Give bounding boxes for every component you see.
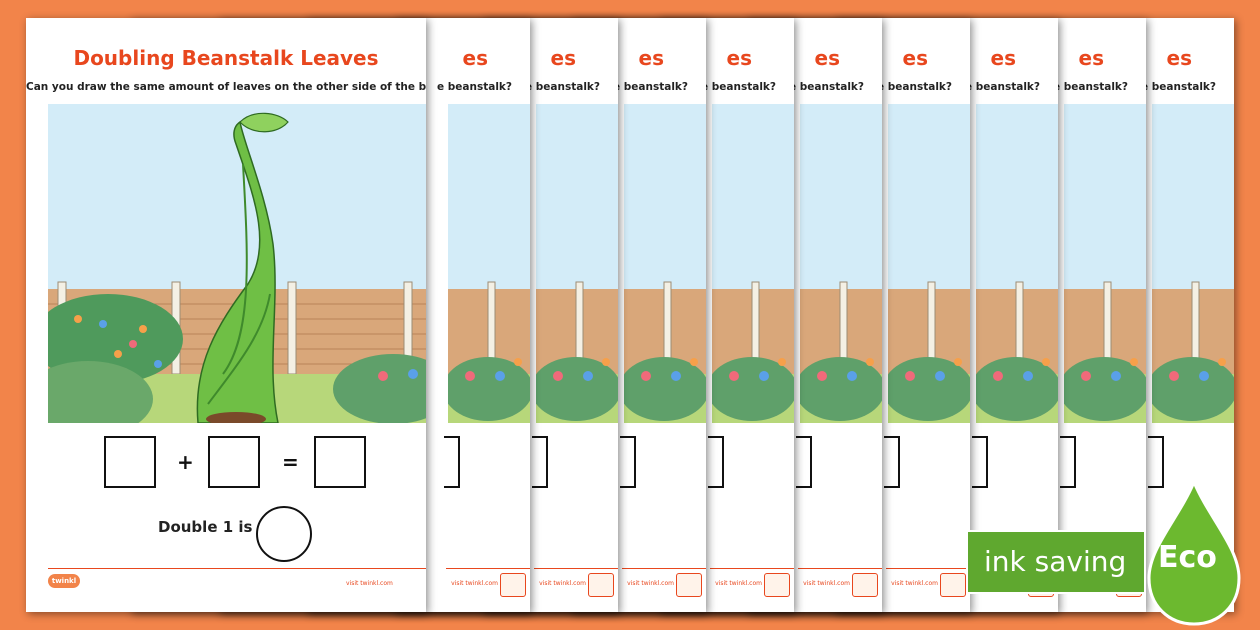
back-title-fragment: es [990, 46, 1016, 70]
back-badge [764, 573, 790, 597]
back-badge [940, 573, 966, 597]
addend-box-1[interactable] [104, 436, 156, 488]
back-instruction-fragment: e beanstalk? [700, 81, 776, 93]
back-footer-url: visit twinkl.com [715, 580, 762, 587]
back-footer-line [710, 568, 794, 569]
back-instruction-fragment: e beanstalk? [788, 81, 864, 93]
footer-line [48, 568, 426, 569]
back-box-fragment [1060, 436, 1076, 488]
back-instruction-fragment: e beanstalk? [612, 81, 688, 93]
back-instruction-fragment: e beanstalk? [876, 81, 952, 93]
back-scene [448, 104, 530, 423]
back-title-fragment: es [1166, 46, 1192, 70]
eco-drop-icon [1147, 478, 1241, 626]
back-scene [624, 104, 706, 423]
sum-box[interactable] [314, 436, 366, 488]
back-footer-line [534, 568, 618, 569]
addend-box-2[interactable] [208, 436, 260, 488]
back-box-fragment [1148, 436, 1164, 488]
back-footer-url: visit twinkl.com [539, 580, 586, 587]
back-footer-line [798, 568, 882, 569]
equals-sign: = [282, 450, 299, 474]
back-scene [976, 104, 1058, 423]
back-instruction-fragment: e beanstalk? [524, 81, 600, 93]
back-footer-line [886, 568, 970, 569]
back-instruction-fragment: e beanstalk? [436, 81, 512, 93]
back-scene [800, 104, 882, 423]
back-footer-url: visit twinkl.com [803, 580, 850, 587]
back-scene [536, 104, 618, 423]
back-footer-url: visit twinkl.com [627, 580, 674, 587]
back-box-fragment [620, 436, 636, 488]
back-box-fragment [884, 436, 900, 488]
back-instruction-fragment: e beanstalk? [1140, 81, 1216, 93]
ink-saving-label: ink saving [984, 545, 1127, 578]
back-title-fragment: es [638, 46, 664, 70]
eco-tag: Eco [1158, 540, 1217, 575]
back-scene [1064, 104, 1146, 423]
ink-saving-banner: ink saving [966, 530, 1146, 594]
back-badge [852, 573, 878, 597]
back-instruction-fragment: e beanstalk? [964, 81, 1040, 93]
back-badge [676, 573, 702, 597]
worksheet-title: Doubling Beanstalk Leaves [73, 46, 379, 70]
back-footer-url: visit twinkl.com [891, 580, 938, 587]
back-footer-line [622, 568, 706, 569]
back-badge [500, 573, 526, 597]
back-title-fragment: es [726, 46, 752, 70]
back-title-fragment: es [814, 46, 840, 70]
back-title-fragment: es [462, 46, 488, 70]
back-box-fragment [444, 436, 460, 488]
answer-circle[interactable] [256, 506, 312, 562]
back-box-fragment [796, 436, 812, 488]
back-footer-line [446, 568, 530, 569]
back-footer-url: visit twinkl.com [451, 580, 498, 587]
back-box-fragment [532, 436, 548, 488]
back-scene [712, 104, 794, 423]
back-title-fragment: es [902, 46, 928, 70]
front-worksheet: Doubling Beanstalk Leaves Can you draw t… [26, 18, 426, 612]
back-scene [1152, 104, 1234, 423]
footer-url: visit twinkl.com [346, 580, 393, 587]
twinkl-logo: twinkl [48, 574, 80, 588]
worksheet-instruction: Can you draw the same amount of leaves o… [26, 81, 426, 93]
back-box-fragment [708, 436, 724, 488]
beanstalk-scene [48, 104, 426, 423]
double-label: Double 1 is [158, 518, 253, 536]
back-scene [888, 104, 970, 423]
back-title-fragment: es [1078, 46, 1104, 70]
back-title-fragment: es [550, 46, 576, 70]
beanstalk-illustration [48, 104, 426, 423]
back-instruction-fragment: e beanstalk? [1052, 81, 1128, 93]
back-badge [588, 573, 614, 597]
back-box-fragment [972, 436, 988, 488]
plus-sign: + [177, 450, 194, 474]
